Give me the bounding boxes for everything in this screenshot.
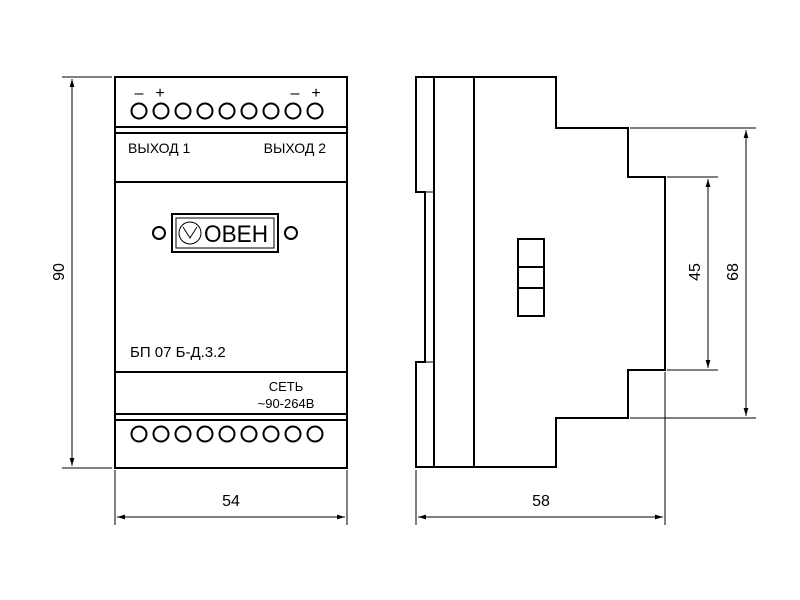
logo-panel: ОВЕН — [152, 213, 298, 253]
dimension-height-label: 90 — [51, 263, 68, 281]
logo-frame-inner — [175, 217, 275, 249]
mount-hole-right — [284, 226, 298, 240]
terminal-screw — [196, 102, 214, 120]
terminal-screw — [306, 102, 324, 120]
terminal-screw — [130, 102, 148, 120]
polarity-minus-1: – — [135, 85, 144, 102]
dimension-din-height: 68 — [630, 127, 756, 419]
logo-mark-tick — [182, 226, 198, 239]
terminal-screw — [196, 425, 214, 443]
terminal-screw — [152, 102, 170, 120]
din-latch — [517, 238, 545, 317]
side-view — [415, 76, 666, 468]
dimension-width-label: 54 — [222, 493, 240, 510]
dimension-width: 54 — [114, 470, 348, 525]
output-2-label: ВЫХОД 2 — [264, 140, 327, 156]
terminal-screw — [174, 102, 192, 120]
dimension-height: 90 — [51, 76, 112, 469]
front-housing-outline — [114, 76, 348, 469]
terminal-screw — [130, 425, 148, 443]
polarity-plus-2: + — [311, 85, 320, 102]
dimension-depth-label: 58 — [532, 493, 550, 510]
bottom-terminal-row — [130, 425, 324, 443]
terminal-screw — [240, 425, 258, 443]
terminal-screw — [284, 425, 302, 443]
terminal-screw — [306, 425, 324, 443]
polarity-plus-1: + — [155, 85, 164, 102]
dimension-inner-height-label: 45 — [687, 263, 704, 281]
terminal-screw — [240, 102, 258, 120]
side-housing-outline — [415, 76, 666, 468]
output-1-label: ВЫХОД 1 — [128, 140, 191, 156]
front-view: – + – + ВЫХОД 1 ВЫХОД 2 ОВЕН БП — [114, 76, 348, 469]
logo-mark-icon — [178, 221, 202, 245]
terminal-screw — [174, 425, 192, 443]
polarity-minus-2: – — [291, 85, 300, 102]
logo-text: ОВЕН — [204, 221, 268, 248]
dimension-din-height-label: 68 — [725, 263, 742, 281]
dimension-inner-height: 45 — [667, 176, 718, 371]
top-terminal-row — [130, 102, 324, 120]
mains-label: СЕТЬ — [269, 379, 304, 394]
terminal-screw — [152, 425, 170, 443]
mount-hole-left — [152, 226, 166, 240]
terminal-screw — [218, 102, 236, 120]
model-label: БП 07 Б-Д.3.2 — [130, 344, 226, 361]
mains-voltage-label: ~90-264В — [258, 396, 315, 411]
terminal-screw — [218, 425, 236, 443]
logo-frame-outer — [171, 213, 279, 253]
dimension-depth: 58 — [415, 372, 666, 525]
terminal-screw — [262, 102, 280, 120]
terminal-screw — [262, 425, 280, 443]
terminal-screw — [284, 102, 302, 120]
